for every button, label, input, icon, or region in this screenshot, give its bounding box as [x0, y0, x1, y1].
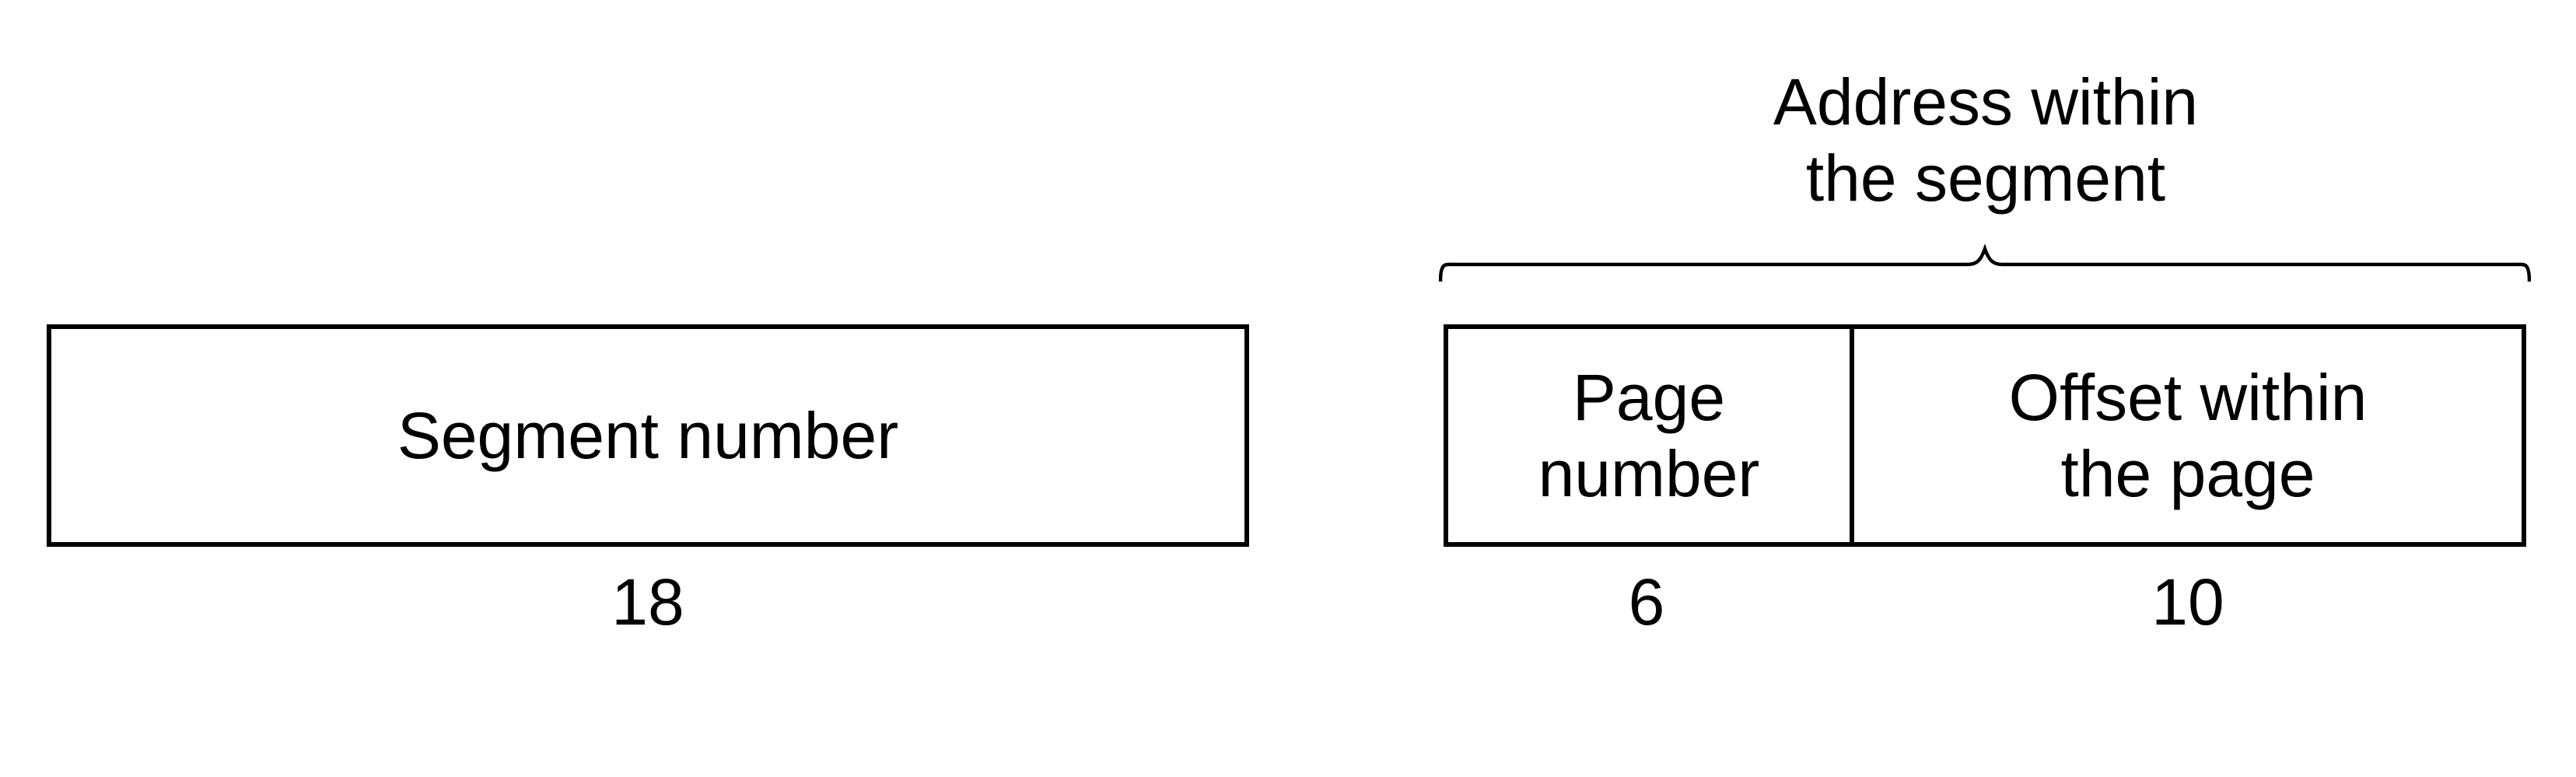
segment-number-label: Segment number — [397, 399, 899, 472]
offset-within-page-cell: Offset within the page — [1854, 329, 2522, 542]
address-brace — [1439, 243, 2531, 282]
page-number-bits: 6 — [1628, 565, 1665, 639]
page-number-label: Page number — [1538, 361, 1760, 510]
offset-within-page-bits: 10 — [2151, 565, 2224, 639]
page-number-cell: Page number — [1448, 329, 1854, 542]
offset-within-page-label: Offset within the page — [2008, 361, 2368, 510]
segment-number-cell: Segment number — [51, 329, 1244, 542]
address-fields-box: Page number Offset within the page — [1444, 324, 2526, 547]
segment-number-bits: 18 — [611, 565, 684, 639]
segment-number-field: Segment number — [47, 324, 1249, 547]
address-within-segment-caption: Address within the segment — [1773, 65, 2199, 215]
